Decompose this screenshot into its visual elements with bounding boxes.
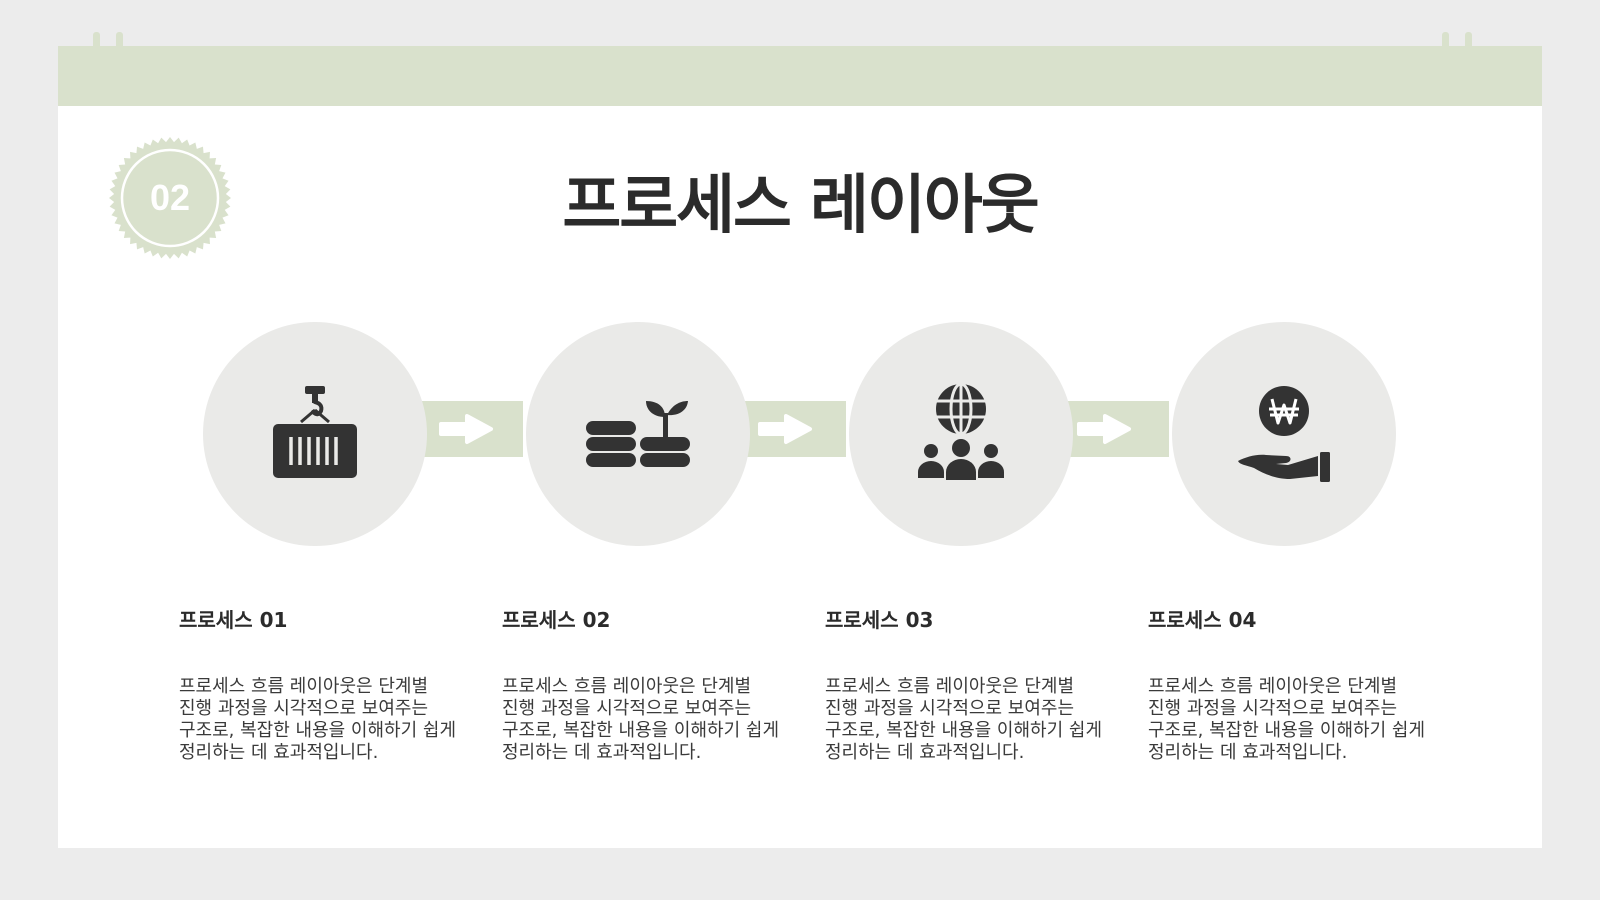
- step-title: 프로세스 01: [179, 608, 288, 632]
- arrow-right-icon: [439, 414, 493, 444]
- step-title: 프로세스 03: [825, 608, 934, 632]
- arrow-right-icon: [758, 414, 812, 444]
- slide-card: 02 프로세스 레이아웃: [58, 32, 1542, 848]
- step-circle-3: [849, 322, 1073, 546]
- global-people-icon: [918, 382, 1004, 480]
- step-circle-4: [1172, 322, 1396, 546]
- step-description: 프로세스 흐름 레이아웃은 단계별 진행 과정을 시각적으로 보여주는 구조로,…: [825, 676, 1103, 763]
- step-title: 프로세스 04: [1148, 608, 1257, 632]
- badge-seal-icon: [109, 137, 231, 259]
- cargo-container-icon: [273, 386, 357, 478]
- page-title: 프로세스 레이아웃: [562, 169, 1039, 243]
- step-circle-1: [203, 322, 427, 546]
- top-band: [58, 46, 1542, 106]
- arrow-right-icon: [1077, 414, 1131, 444]
- step-description: 프로세스 흐름 레이아웃은 단계별 진행 과정을 시각적으로 보여주는 구조로,…: [502, 676, 780, 763]
- binder-clip: [116, 32, 123, 46]
- binder-clip: [1465, 32, 1472, 46]
- step-circle-2: [526, 322, 750, 546]
- section-badge: 02: [108, 136, 232, 260]
- hand-won-coin-icon: [1238, 386, 1330, 482]
- coins-plant-growth-icon: [586, 401, 690, 467]
- binder-clip: [1442, 32, 1449, 46]
- binder-clip: [93, 32, 100, 46]
- badge-number: 02: [149, 177, 191, 218]
- step-title: 프로세스 02: [502, 608, 611, 632]
- step-description: 프로세스 흐름 레이아웃은 단계별 진행 과정을 시각적으로 보여주는 구조로,…: [179, 676, 457, 763]
- step-description: 프로세스 흐름 레이아웃은 단계별 진행 과정을 시각적으로 보여주는 구조로,…: [1148, 676, 1426, 763]
